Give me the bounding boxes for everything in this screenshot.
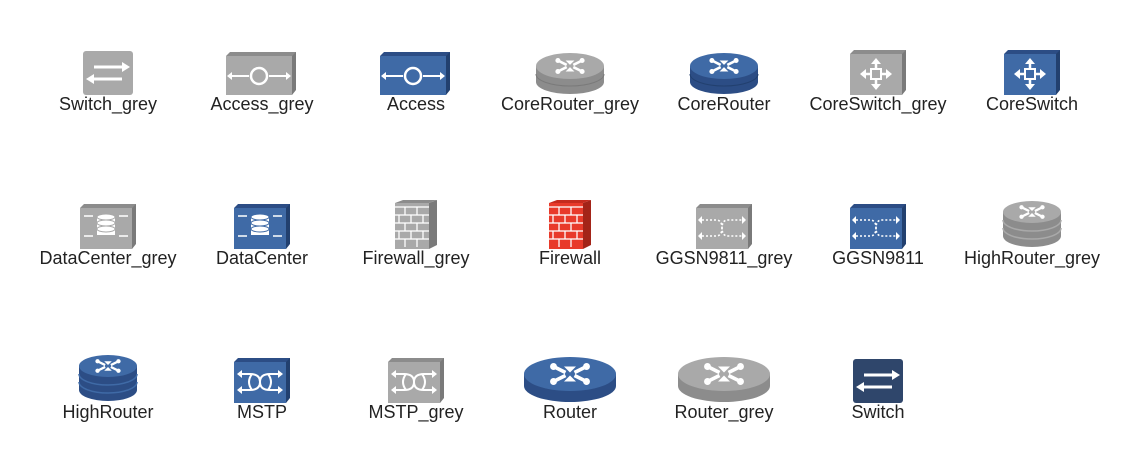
item-label: Access_grey [210,94,314,114]
item-label: Firewall [538,248,601,268]
item-label: GGSN9811 [832,248,924,268]
core-router-icon [493,34,647,96]
access-icon [339,34,493,96]
palette-item-data-center[interactable]: DataCenter [185,188,339,288]
item-label: Access [386,94,446,114]
item-label: MSTP_grey [368,402,464,422]
core-router-icon [647,34,801,96]
item-label: DataCenter [215,248,309,268]
palette-item-firewall-grey[interactable]: Firewall_grey [339,188,493,288]
high-router-icon [31,342,185,404]
item-label: CoreSwitch [985,94,1079,114]
palette-item-data-center-grey[interactable]: DataCenter_grey [31,188,185,288]
palette-item-access-grey[interactable]: Access_grey [185,34,339,134]
palette-item-mstp-grey[interactable]: MSTP_grey [339,342,493,442]
palette-item-high-router-grey[interactable]: HighRouter_grey [955,188,1109,288]
palette-item-firewall[interactable]: Firewall [493,188,647,288]
item-label: Switch [851,402,905,422]
palette-item-high-router[interactable]: HighRouter [31,342,185,442]
firewall-icon [339,188,493,250]
ggsn-icon [647,188,801,250]
palette-item-switch-grey[interactable]: Switch_grey [31,34,185,134]
switch-icon [31,34,185,96]
router-icon [647,342,801,404]
router-icon [493,342,647,404]
palette-item-router-grey[interactable]: Router_grey [647,342,801,442]
palette-item-core-switch-grey[interactable]: CoreSwitch_grey [801,34,955,134]
item-label: CoreSwitch_grey [809,94,947,114]
item-label: Firewall_grey [362,248,470,268]
palette-item-ggsn9811-grey[interactable]: GGSN9811_grey [647,188,801,288]
item-label: HighRouter_grey [963,248,1101,268]
item-label: HighRouter [62,402,154,422]
access-icon [185,34,339,96]
high-router-icon [955,188,1109,250]
item-label: CoreRouter_grey [500,94,640,114]
item-label: CoreRouter [677,94,771,114]
mstp-icon [339,342,493,404]
item-label: MSTP [236,402,287,422]
palette-item-ggsn9811[interactable]: GGSN9811 [801,188,955,288]
palette-item-core-router[interactable]: CoreRouter [647,34,801,134]
palette-item-router[interactable]: Router [493,342,647,442]
palette-item-core-router-grey[interactable]: CoreRouter_grey [493,34,647,134]
switch-icon [801,342,955,404]
data-center-icon [185,188,339,250]
palette-item-core-switch[interactable]: CoreSwitch [955,34,1109,134]
palette-item-mstp[interactable]: MSTP [185,342,339,442]
firewall-icon [493,188,647,250]
item-label: Router_grey [674,402,774,422]
item-label: DataCenter_grey [39,248,177,268]
item-label: Router [542,402,598,422]
mstp-icon [185,342,339,404]
core-switch-icon [955,34,1109,96]
item-label: Switch_grey [58,94,158,114]
ggsn-icon [801,188,955,250]
core-switch-icon [801,34,955,96]
palette-item-access[interactable]: Access [339,34,493,134]
item-label: GGSN9811_grey [655,248,793,268]
palette-item-switch[interactable]: Switch [801,342,955,442]
data-center-icon [31,188,185,250]
